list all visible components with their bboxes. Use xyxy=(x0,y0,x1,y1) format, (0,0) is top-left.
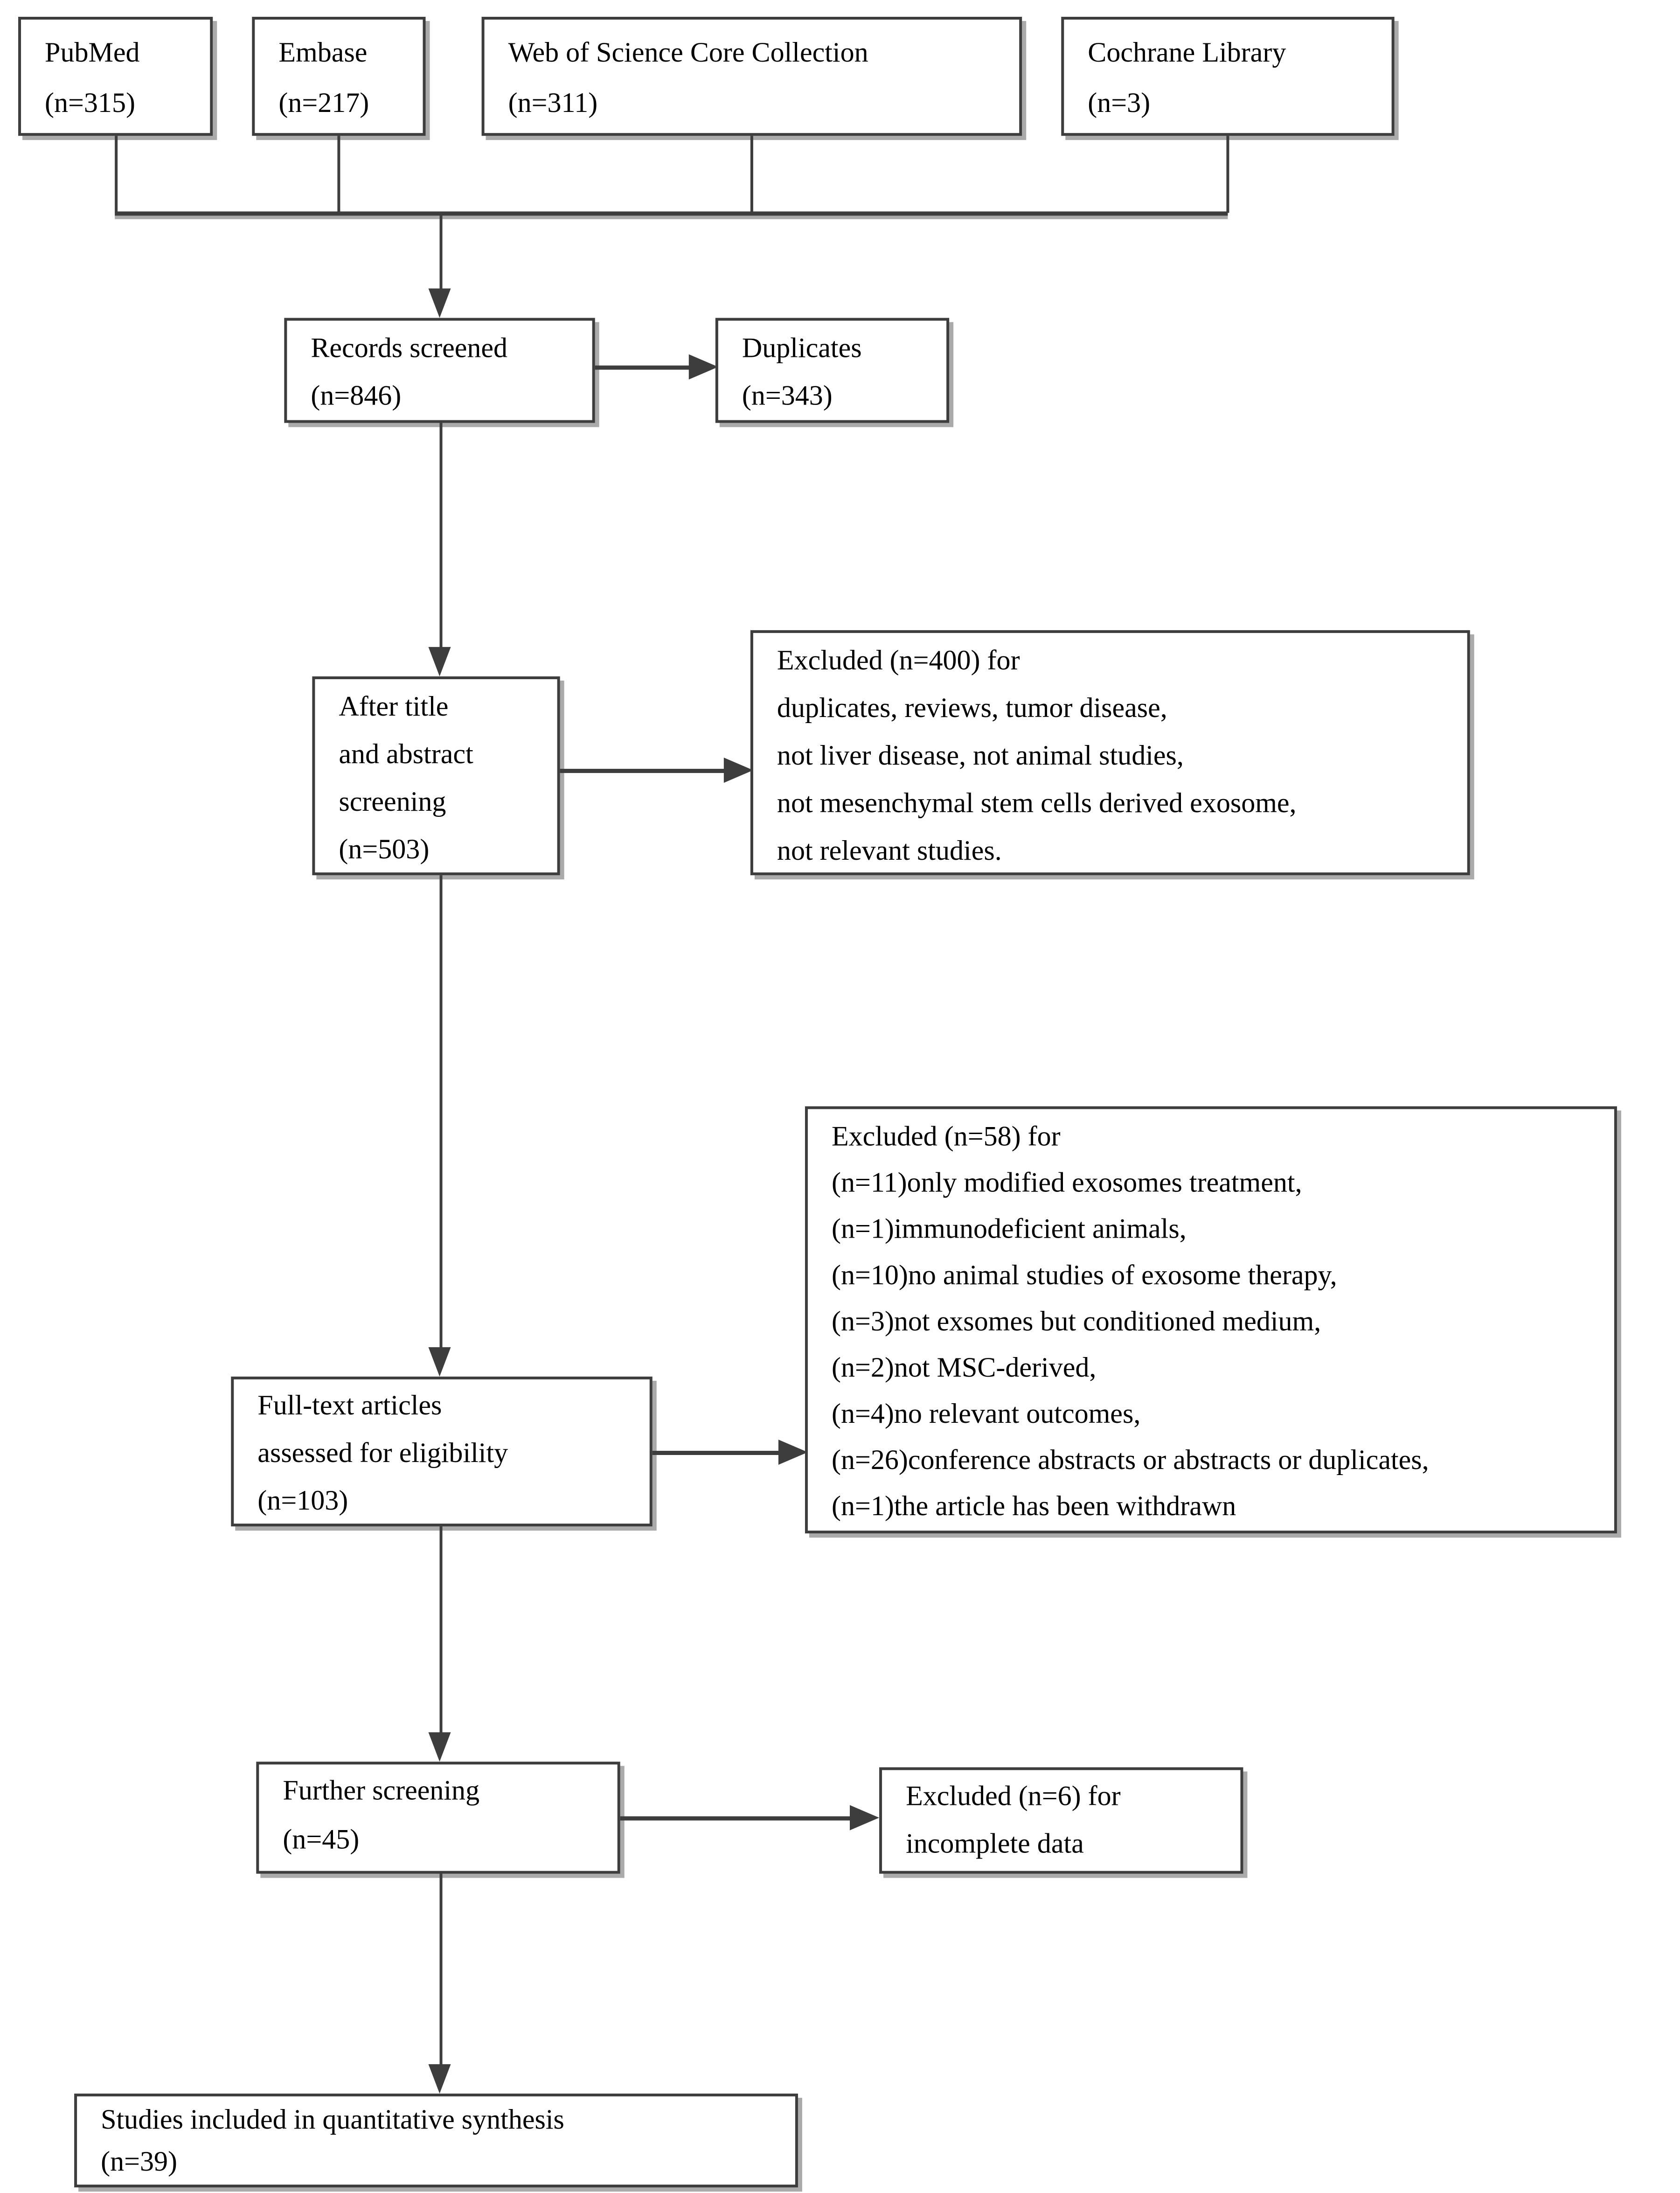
box-text-line: and abstract xyxy=(339,739,473,771)
box-full-text-assessed: Full-text articles assessed for eligibili… xyxy=(231,1376,653,1527)
arrowhead-down-icon xyxy=(428,647,451,676)
arrowhead-down-icon xyxy=(428,1347,451,1377)
connector-stub-web-of-science xyxy=(750,136,753,213)
connector-further-to-excluded6 xyxy=(620,1816,853,1821)
box-text-line: (n=2)not MSC-derived, xyxy=(831,1352,1097,1384)
box-text-line: duplicates, reviews, tumor disease, xyxy=(777,693,1167,724)
box-excluded-6: Excluded (n=6) for incomplete data xyxy=(879,1767,1243,1874)
box-pubmed: PubMed (n=315) xyxy=(18,17,213,136)
box-embase: Embase (n=217) xyxy=(252,17,426,136)
box-title-abstract-screening: After title and abstract screening (n=503) xyxy=(312,676,560,876)
box-text-line: not liver disease, not animal studies, xyxy=(777,741,1184,772)
arrowhead-down-icon xyxy=(428,2064,451,2094)
arrowhead-right-icon xyxy=(723,758,753,783)
box-text-line: incomplete data xyxy=(906,1829,1084,1860)
box-text-line: (n=3) xyxy=(1088,88,1151,119)
connector-stub-pubmed xyxy=(115,136,117,213)
connector-screening-to-fulltext xyxy=(439,875,442,1349)
box-text-line: Excluded (n=58) for xyxy=(831,1121,1061,1153)
box-text-line: (n=45) xyxy=(283,1824,360,1856)
arrowhead-right-icon xyxy=(688,354,718,380)
box-text-line: Excluded (n=6) for xyxy=(906,1781,1121,1812)
box-text-line: assessed for eligibility xyxy=(257,1438,508,1469)
box-text-line: (n=26)conference abstracts or abstracts … xyxy=(831,1445,1429,1476)
box-text-line: (n=4)no relevant outcomes, xyxy=(831,1399,1141,1430)
connector-merge-line xyxy=(115,211,1228,216)
box-text-line: PubMed xyxy=(45,38,140,69)
box-text-line: Embase xyxy=(278,38,368,69)
box-text-line: (n=846) xyxy=(311,381,402,412)
box-duplicates: Duplicates (n=343) xyxy=(715,318,950,423)
box-text-line: (n=315) xyxy=(45,88,135,119)
box-text-line: Further screening xyxy=(283,1775,480,1807)
box-records-screened: Records screened (n=846) xyxy=(284,318,595,423)
box-further-screening: Further screening (n=45) xyxy=(256,1761,620,1874)
box-text-line: (n=1)the article has been withdrawn xyxy=(831,1491,1236,1523)
box-cochrane-library: Cochrane Library (n=3) xyxy=(1061,17,1395,136)
box-text-line: (n=311) xyxy=(508,88,598,119)
arrowhead-down-icon xyxy=(428,288,451,318)
box-text-line: (n=11)only modified exosomes treatment, xyxy=(831,1168,1302,1199)
connector-fulltext-to-excluded58 xyxy=(652,1450,781,1455)
box-text-line: Cochrane Library xyxy=(1088,38,1286,69)
box-excluded-400: Excluded (n=400) for duplicates, reviews,… xyxy=(750,630,1470,876)
box-text-line: Excluded (n=400) for xyxy=(777,645,1020,676)
box-text-line: (n=503) xyxy=(339,835,430,866)
connector-merge-to-records xyxy=(439,214,442,292)
box-text-line: (n=10)no animal studies of exosome thera… xyxy=(831,1260,1337,1291)
arrowhead-down-icon xyxy=(428,1732,451,1762)
box-text-line: Full-text articles xyxy=(257,1390,442,1421)
connector-stub-embase xyxy=(337,136,340,213)
connector-fulltext-to-further xyxy=(439,1526,442,1734)
connector-stub-cochrane xyxy=(1226,136,1229,213)
connector-records-to-duplicates xyxy=(595,365,693,370)
box-text-line: not relevant studies. xyxy=(777,836,1002,867)
box-text-line: Web of Science Core Collection xyxy=(508,38,868,69)
box-web-of-science: Web of Science Core Collection (n=311) xyxy=(481,17,1022,136)
box-text-line: (n=217) xyxy=(278,88,369,119)
connector-records-to-screening xyxy=(439,423,442,648)
box-text-line: (n=103) xyxy=(257,1486,348,1517)
box-text-line: (n=1)immunodeficient animals, xyxy=(831,1214,1187,1245)
arrowhead-right-icon xyxy=(778,1439,808,1465)
box-text-line: screening xyxy=(339,787,446,818)
connector-further-to-included xyxy=(439,1873,442,2066)
box-text-line: (n=39) xyxy=(101,2146,178,2178)
box-text-line: not mesenchymal stem cells derived exoso… xyxy=(777,788,1297,820)
box-included-quantitative-synthesis: Studies included in quantitative synthes… xyxy=(74,2093,798,2187)
box-text-line: Duplicates xyxy=(742,333,862,364)
box-text-line: Records screened xyxy=(311,333,508,364)
box-text-line: After title xyxy=(339,691,449,723)
box-text-line: (n=343) xyxy=(742,381,833,412)
arrowhead-right-icon xyxy=(850,1805,880,1831)
box-text-line: (n=3)not exsomes but conditioned medium, xyxy=(831,1306,1321,1337)
box-text-line: Studies included in quantitative synthes… xyxy=(101,2104,564,2136)
box-excluded-58: Excluded (n=58) for (n=11)only modified e… xyxy=(805,1106,1617,1534)
connector-screening-to-excluded400 xyxy=(560,769,728,773)
